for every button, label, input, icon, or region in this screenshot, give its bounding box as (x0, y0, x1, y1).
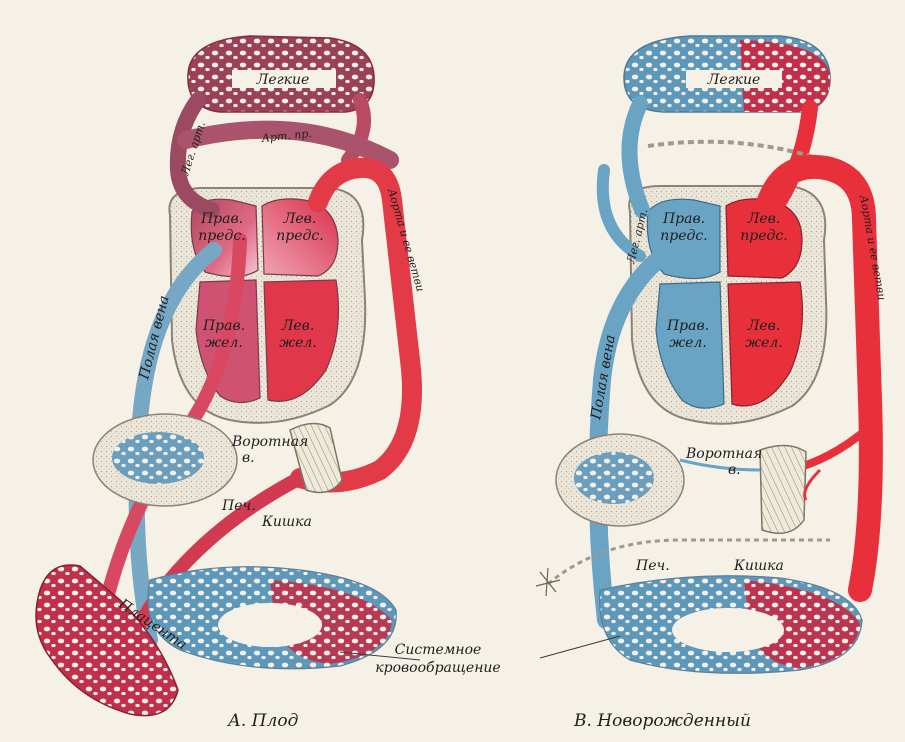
label-vena-cava-b: Полая вена (588, 334, 619, 422)
label-intestine-b: Кишка (733, 558, 784, 574)
panel-b-newborn (536, 36, 871, 673)
label-left-atrium-b-1: Лев. (747, 211, 781, 227)
label-right-atrium-a-1: Прав. (200, 211, 243, 227)
label-portal-vein-a-1: Воротная (231, 434, 308, 450)
label-right-atrium-b-1: Прав. (662, 211, 705, 227)
label-right-ventricle-b-1: Прав. (666, 318, 709, 334)
caption-b: В. Новорожденный (573, 711, 751, 731)
label-liver-a: Печ. (221, 498, 256, 514)
label-lungs-b: Легкие (707, 72, 761, 88)
panel-a-fetus (36, 36, 412, 716)
label-right-ventricle-a-1: Прав. (202, 318, 245, 334)
label-left-ventricle-a-2: жел. (279, 335, 317, 351)
label-right-ventricle-b-2: жел. (669, 335, 707, 351)
label-left-atrium-a-1: Лев. (283, 211, 317, 227)
label-left-atrium-a-2: предс. (276, 228, 323, 244)
label-right-atrium-b-2: предс. (660, 228, 707, 244)
caption-a: А. Плод (227, 711, 299, 731)
label-systemic-1: Системное (395, 642, 482, 658)
label-portal-vein-a-2: в. (242, 450, 255, 466)
label-lungs-a: Легкие (256, 72, 310, 88)
label-right-atrium-a-2: предс. (198, 228, 245, 244)
label-vena-cava-a: Полая вена (136, 294, 172, 382)
label-left-ventricle-a-1: Лев. (281, 318, 315, 334)
label-portal-vein-b-2: в. (728, 462, 741, 478)
label-intestine-a: Кишка (261, 514, 312, 530)
label-portal-vein-b-1: Воротная (685, 446, 762, 462)
label-left-ventricle-b-1: Лев. (747, 318, 781, 334)
label-left-ventricle-b-2: жел. (745, 335, 783, 351)
label-liver-b: Печ. (635, 558, 670, 574)
label-systemic-2: кровообращение (375, 660, 500, 676)
label-left-atrium-b-2: предс. (740, 228, 787, 244)
pulmonary-artery-b (629, 104, 642, 210)
label-right-ventricle-a-2: жел. (205, 335, 243, 351)
intestine-b (760, 445, 806, 533)
